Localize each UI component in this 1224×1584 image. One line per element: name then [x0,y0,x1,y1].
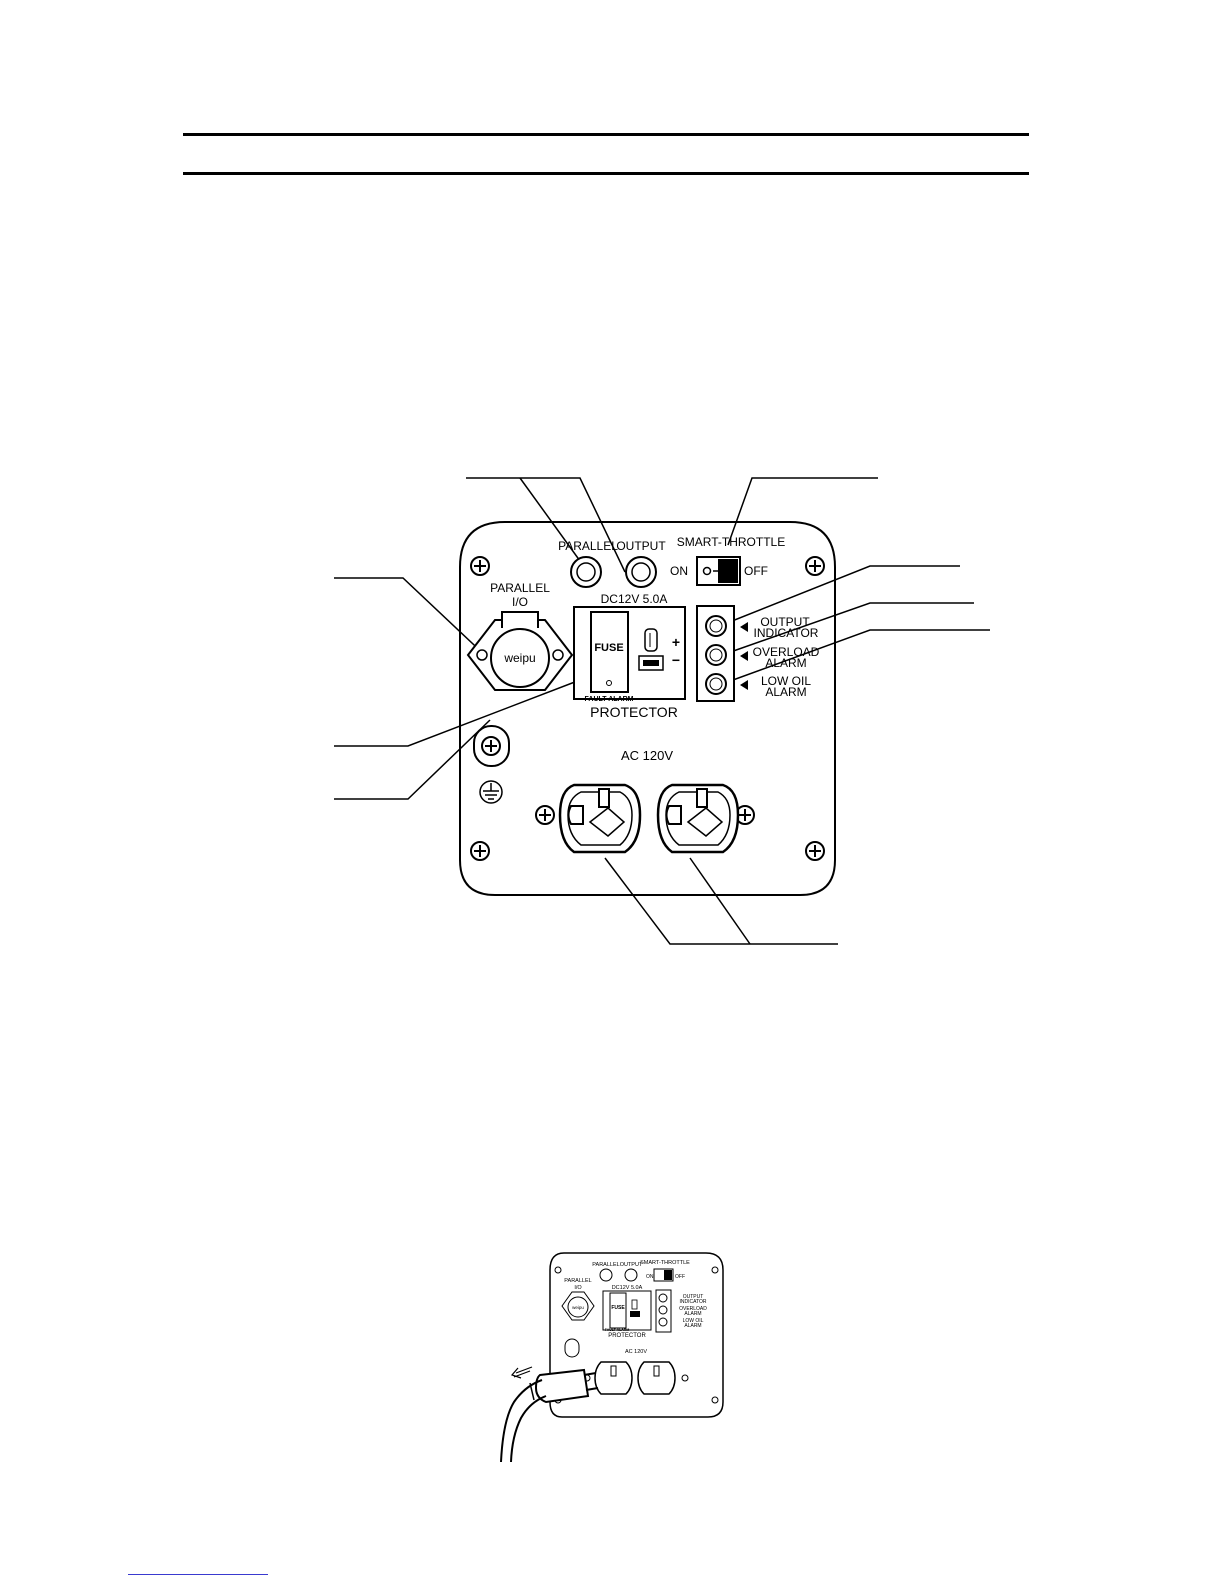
small-output-label: OUTPUT [620,1262,643,1268]
small-parallel-label: PARALLEL [592,1262,619,1268]
dc-outlet-icon [638,628,664,671]
header-rule-top [183,133,1029,136]
small-panel-outline [549,1252,724,1418]
small-parallel-io-sub: I/O [574,1285,582,1291]
output-terminal [625,556,657,588]
plus-sign: + [672,634,680,650]
low-oil-alarm-label-2: ALARM [765,685,806,699]
footer-link-underline [128,1574,268,1575]
ground-terminal[interactable] [473,725,510,767]
screw-icon [470,841,490,861]
small-on-label: ON [646,1274,654,1280]
parallel-terminal-label: PARALLEL [558,539,618,553]
small-brand: weipu [572,1305,584,1310]
small-fault-alarm: FAULT ALARM [605,1328,630,1332]
low-oil-alarm-lamp [705,673,727,695]
callout-leaders [334,477,990,945]
small-ind3-a: LOW OIL [683,1318,704,1324]
overload-alarm-label-1: OVERLOAD [753,645,820,659]
fuse-label: FUSE [594,642,623,654]
small-ac-label: AC 120V [625,1349,647,1355]
screw-icon [805,556,825,576]
fault-alarm-label: FAULT ALARM [585,696,634,703]
small-throttle-label: SMART-THROTTLE [640,1260,690,1266]
header-rule-bottom [183,172,1029,175]
low-oil-alarm-label-1: LOW OIL [761,674,811,688]
ac-outlet-right[interactable] [656,783,740,854]
panel-outline [459,521,836,896]
minus-sign: − [672,652,680,668]
plug-and-cord-icon [500,1368,599,1463]
small-ind3-b: ALARM [684,1323,701,1329]
parallel-io-label: PARALLEL [490,581,550,595]
small-fuse-label: FUSE [611,1305,625,1311]
ac-outlet-left[interactable] [558,783,642,854]
pointer-icon [740,651,748,661]
small-parallel-io-label: PARALLEL [564,1278,591,1284]
small-ind2-b: ALARM [684,1311,701,1317]
small-ind1-a: OUTPUT [683,1294,704,1300]
small-dc-rating: DC12V 5.0A [612,1285,643,1291]
small-panel-illustration: PARALLEL OUTPUT SMART-THROTTLE ON OFF PA… [500,1252,724,1463]
small-protector-label: PROTECTOR [608,1333,646,1339]
output-indicator-lamp [705,615,727,637]
throttle-on-label: ON [670,564,688,578]
pointer-icon [740,622,748,632]
smart-throttle-label: SMART-THROTTLE [677,535,785,549]
output-terminal-label: OUTPUT [616,539,666,553]
screw-icon [535,805,555,825]
parallel-terminal [570,556,602,588]
overload-alarm-label-2: ALARM [765,656,806,670]
parallel-io-socket[interactable]: weipu [466,611,574,691]
protector-label: PROTECTOR [590,704,678,720]
screw-icon [805,841,825,861]
small-ind2-a: OVERLOAD [679,1306,707,1312]
pull-direction-arrow-icon [510,1366,533,1379]
dc-rating-label: DC12V 5.0A [601,592,668,606]
small-ind1-b: INDICATOR [679,1299,706,1305]
output-indicator-label-1: OUTPUT [760,615,810,629]
small-off-label: OFF [675,1274,685,1280]
pointer-icon [740,680,748,690]
ground-icon [479,780,503,804]
parallel-io-sub-label: I/O [512,595,528,609]
ac-voltage-label: AC 120V [621,748,673,763]
output-indicator-label-2: INDICATOR [754,626,819,640]
screw-icon [470,556,490,576]
smart-throttle-switch[interactable] [696,556,741,586]
fuse-breaker[interactable]: FUSE [590,611,629,693]
overload-alarm-lamp [705,644,727,666]
socket-brand: weipu [503,651,535,665]
throttle-off-label: OFF [744,564,768,578]
